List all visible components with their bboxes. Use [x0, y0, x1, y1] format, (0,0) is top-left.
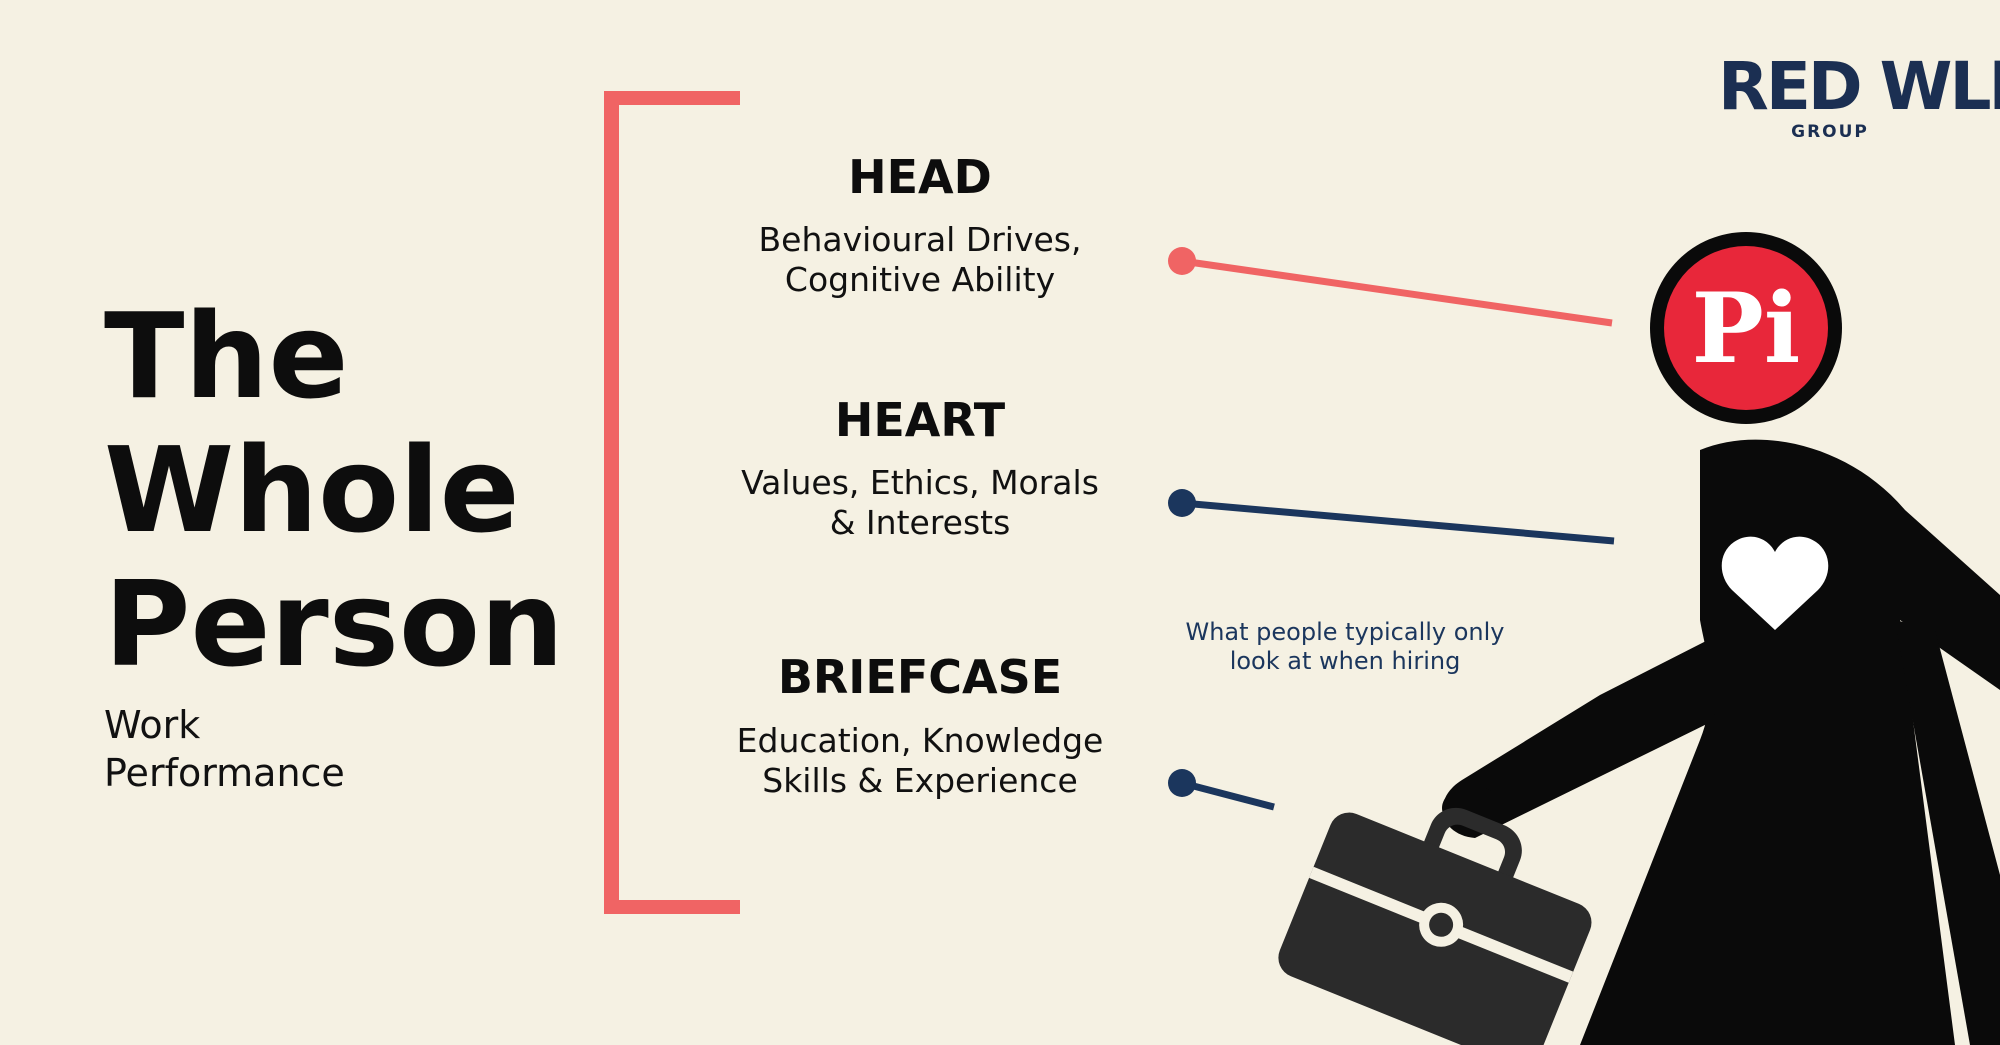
heart-connector [1168, 489, 1615, 545]
logo-wordmark: RED WLF [1718, 48, 2000, 125]
head-connector [1168, 247, 1613, 327]
section-bracket [604, 91, 740, 914]
heart-desc-line-1: Values, Ethics, Morals [741, 463, 1099, 502]
briefcase-desc-line-2: Skills & Experience [762, 761, 1078, 800]
head-desc-line-1: Behavioural Drives, [758, 220, 1082, 259]
logo-subtext: GROUP [1791, 122, 1869, 142]
hiring-note-line-2: look at when hiring [1229, 647, 1461, 675]
person-figure-icon [1442, 439, 2000, 1045]
briefcase-icon [1278, 807, 1592, 1045]
hiring-note-line-1: What people typically only [1185, 618, 1505, 646]
head-desc-line-2: Cognitive Ability [784, 260, 1056, 299]
title-line-3: Person [104, 555, 565, 693]
heart-heading: HEART [834, 393, 1006, 447]
briefcase-desc-line-1: Education, Knowledge [736, 721, 1104, 760]
subtitle-line-1: Work [104, 703, 201, 747]
briefcase-heading: BRIEFCASE [777, 650, 1063, 704]
heart-icon [1721, 536, 1829, 630]
pi-badge-icon: Pi [1650, 232, 1842, 424]
title-line-1: The [104, 287, 349, 425]
subtitle-line-2: Performance [104, 751, 345, 795]
head-heading: HEAD [848, 150, 992, 204]
title-line-2: Whole [104, 421, 520, 559]
heart-desc-line-2: & Interests [829, 503, 1011, 542]
pi-badge-text: Pi [1692, 272, 1801, 385]
briefcase-connector [1168, 769, 1275, 811]
